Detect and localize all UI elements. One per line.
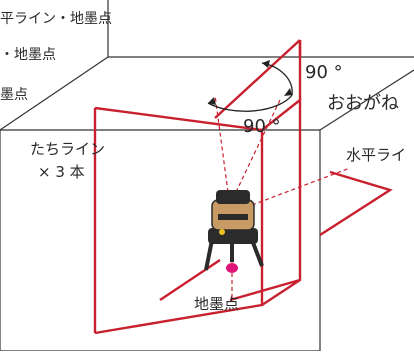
angle-upper-label: 90 ° (305, 62, 343, 83)
top-right-diagonal (319, 69, 414, 131)
angle-lower-label: 90 ° (243, 116, 281, 137)
device-band (218, 214, 248, 220)
ground-point-dot (226, 263, 238, 273)
angle-arc-lower (207, 94, 293, 112)
arrowhead-2 (284, 88, 292, 96)
angle-arc-upper (261, 62, 293, 96)
left-vertical-plane (94, 106, 264, 335)
clipped-label-3: 墨点 (0, 87, 28, 103)
device-leg-left (204, 239, 214, 271)
laser-lines (93, 39, 393, 335)
floor-line-2 (229, 278, 301, 302)
laser-level-device (204, 190, 264, 273)
clipped-label-1: 平ライン・地墨点 (0, 11, 112, 27)
beam-up-right (235, 99, 281, 193)
right-vertical-plane (261, 97, 302, 307)
top-left-diagonal (0, 56, 109, 131)
beam-up-left (214, 94, 229, 193)
ceiling-line-left (214, 39, 301, 119)
horizontal-line-right (319, 170, 393, 237)
vertical-lines-count: × 3 本 (38, 163, 85, 181)
arrowheads (208, 60, 292, 105)
device-leg-right (250, 239, 264, 267)
arrowhead-1 (262, 60, 270, 68)
vertical-lines-label: たちライン (30, 140, 106, 158)
brand-label: おおがね (327, 93, 399, 114)
device-knob (219, 229, 225, 235)
floor-line-1 (159, 259, 221, 301)
ground-point-label: 地墨点 (194, 295, 240, 313)
device-head (216, 190, 250, 204)
beam-right (251, 167, 351, 206)
arrowhead-3 (208, 97, 216, 105)
clipped-label-2: ・地墨点 (0, 47, 56, 63)
horizontal-line-label: 水平ライ (346, 146, 407, 164)
